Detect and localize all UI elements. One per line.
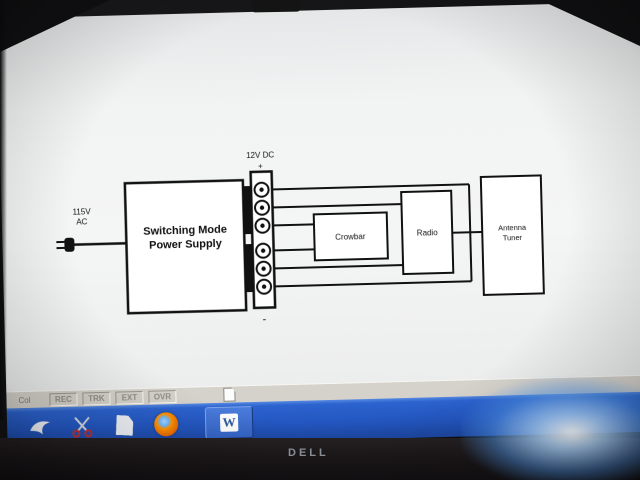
antenna-tuner-box: Antenna Tuner	[479, 174, 545, 296]
ovr-indicator[interactable]: OVR	[148, 389, 177, 404]
scissors-icon[interactable]	[67, 411, 98, 442]
document-canvas[interactable]: 115V AC Switching Mode Power Supply	[0, 1, 640, 392]
trk-indicator[interactable]: TRK	[82, 391, 111, 405]
windows-taskbar: W	[6, 391, 640, 449]
ac-voltage-label: 115V AC	[72, 207, 91, 226]
svg-text:Radio: Radio	[417, 228, 439, 238]
document-shape	[115, 415, 133, 436]
power-supply-block-diagram: 115V AC Switching Mode Power Supply	[42, 122, 567, 341]
svg-text:Power Supply: Power Supply	[149, 238, 223, 252]
svg-text:Antenna: Antenna	[498, 223, 527, 233]
blue-light-reflection	[462, 378, 640, 480]
crowbar-box: Crowbar	[312, 211, 389, 262]
terminal-strip	[249, 170, 277, 310]
svg-text:Switching Mode: Switching Mode	[143, 224, 227, 238]
svg-text:Crowbar: Crowbar	[335, 232, 366, 242]
page-status-icon[interactable]	[223, 387, 235, 401]
wires	[74, 183, 483, 288]
cable-bundles	[242, 186, 254, 293]
background-object-top	[251, 0, 301, 13]
document-icon[interactable]	[109, 410, 140, 441]
firefox-icon[interactable]	[151, 409, 182, 440]
rec-indicator[interactable]: REC	[49, 392, 78, 406]
word-taskbar-button[interactable]: W	[204, 406, 254, 440]
svg-text:Tuner: Tuner	[503, 233, 523, 243]
svg-text:115V: 115V	[72, 207, 91, 216]
dove-icon[interactable]	[25, 412, 56, 443]
status-left-label: Col	[18, 395, 31, 405]
svg-text:+: +	[258, 162, 263, 171]
background-edge-left	[0, 0, 7, 420]
svg-text:12V DC: 12V DC	[246, 150, 274, 160]
word-icon: W	[219, 413, 239, 432]
dc-voltage-label: 12V DC + -	[246, 150, 274, 326]
monitor-screen: 115V AC Switching Mode Power Supply	[0, 1, 640, 449]
radio-box: Radio	[400, 189, 455, 276]
svg-text:-: -	[262, 314, 266, 326]
power-supply-box: Switching Mode Power Supply	[123, 178, 248, 315]
dell-logo: DELL	[288, 447, 329, 459]
ac-plug-icon	[56, 237, 75, 252]
ext-indicator[interactable]: EXT	[115, 390, 144, 405]
firefox-globe	[153, 411, 179, 437]
svg-text:AC: AC	[76, 217, 88, 226]
